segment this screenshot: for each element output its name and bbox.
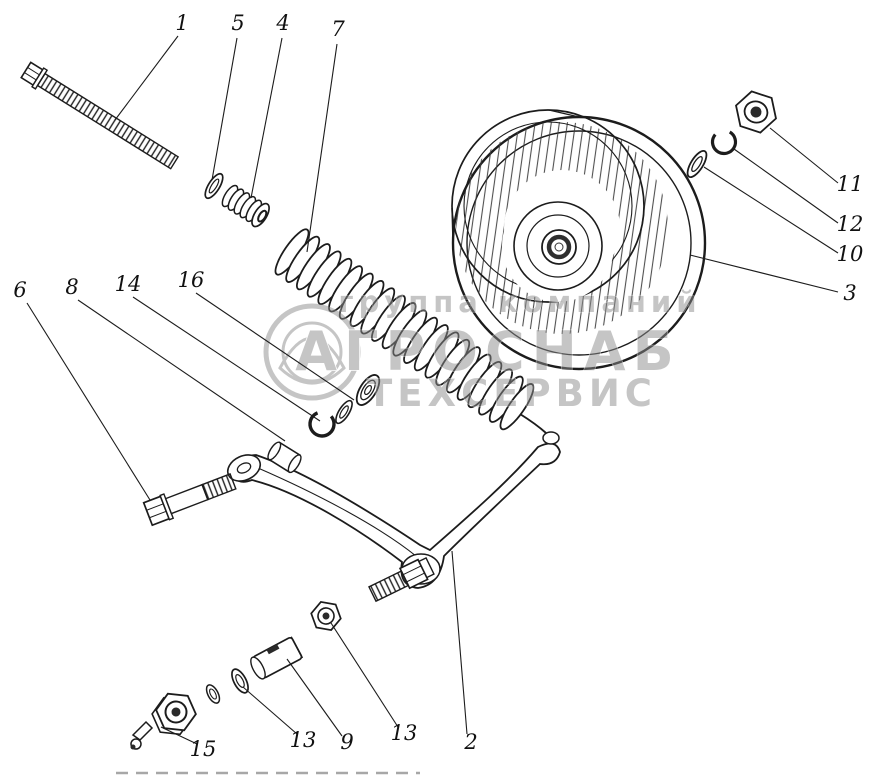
part-washer-13-lower: [231, 668, 249, 694]
part-bushing-9: [250, 636, 304, 680]
spring-hook: [519, 413, 547, 434]
part-grease-fitting: [130, 720, 154, 750]
part-stud: [20, 61, 180, 170]
callout-9: 9: [340, 730, 353, 754]
part-lever-arm: [226, 431, 561, 603]
leader-lines: [26, 35, 839, 745]
watermark: группа компаний АГРОСНАБ ТЕХСЕРВИС: [263, 285, 701, 416]
part-grooved-cap-16: [355, 374, 381, 406]
callout-2: 2: [463, 730, 477, 754]
callout-4: 4: [275, 11, 289, 35]
callout-6: 6: [13, 278, 26, 302]
callout-14: 14: [115, 272, 142, 296]
part-nut-13-upper: [310, 600, 342, 632]
callout-11: 11: [837, 172, 864, 196]
callout-16: 16: [178, 268, 205, 292]
watermark-line1: группа компаний: [338, 285, 701, 319]
callout-1: 1: [175, 11, 188, 35]
callout-13b: 13: [391, 721, 418, 745]
part-washer-5: [204, 172, 224, 200]
callout-15: 15: [190, 737, 217, 761]
part-washer-small: [205, 684, 221, 704]
callout-7: 7: [331, 17, 345, 41]
callout-12: 12: [837, 212, 864, 236]
part-bolt-6: [142, 473, 237, 527]
part-washer-16a: [335, 399, 353, 425]
part-spacer-8: [267, 441, 302, 474]
part-lock-washer-12: [710, 128, 738, 156]
watermark-line2: АГРОСНАБ: [295, 320, 680, 383]
callout-3: 3: [843, 281, 856, 305]
part-lock-washer-14: [308, 410, 336, 438]
callout-8: 8: [65, 275, 78, 299]
part-nut-15: [151, 692, 197, 736]
part-threaded-barrel: [221, 184, 270, 228]
callout-10: 10: [837, 242, 864, 266]
watermark-line3: ТЕХСЕРВИС: [367, 372, 657, 415]
callout-5: 5: [231, 11, 244, 35]
part-washer-10: [686, 149, 708, 179]
part-pulley: [451, 109, 707, 371]
part-nut-11: [735, 90, 777, 134]
callout-13a: 13: [290, 728, 317, 752]
callouts: 1 5 4 7 11 12 10 3 6 8 14 16 15 13 9 13 …: [13, 11, 863, 761]
